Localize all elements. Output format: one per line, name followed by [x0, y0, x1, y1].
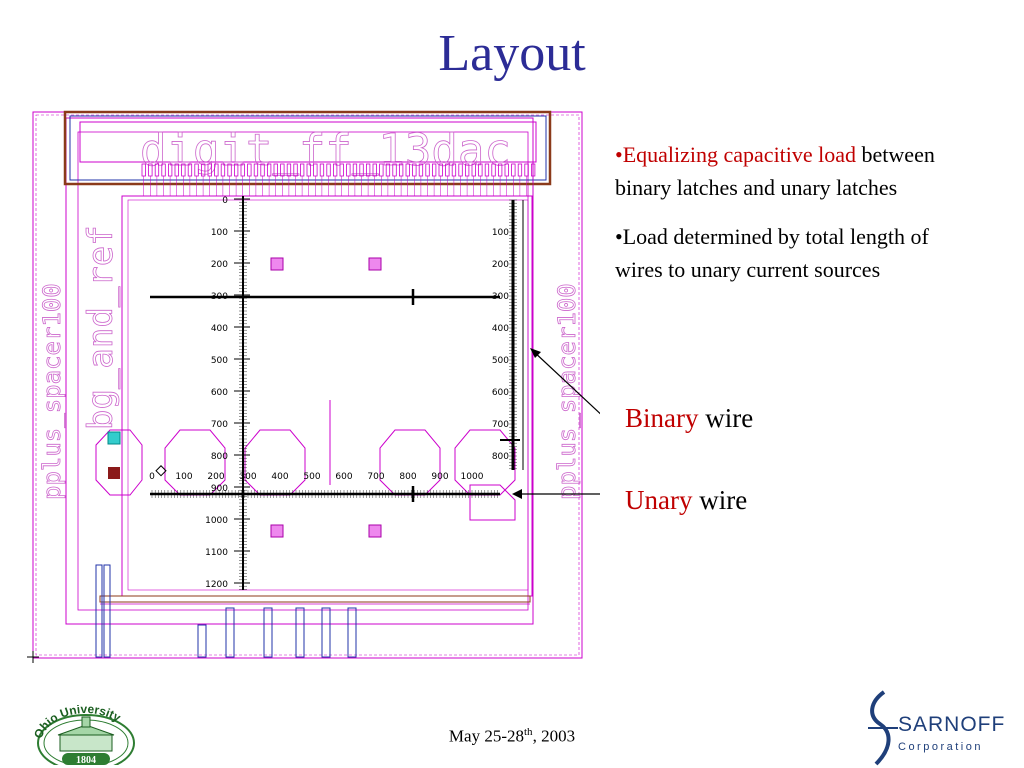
binary-callout-line	[531, 349, 600, 415]
svg-text:1804: 1804	[76, 755, 96, 765]
sarnoff-s-icon	[868, 690, 898, 766]
right-ruler-tick-label: 600	[492, 388, 509, 398]
bottom-ruler-tick-label: 300	[239, 472, 256, 482]
left-ruler-tick-label: 600	[211, 388, 228, 398]
left-ruler-tick-label: 0	[222, 196, 228, 206]
bottom-ruler-tick-label: 200	[207, 472, 224, 482]
right-ruler-tick-label: 800	[492, 452, 509, 462]
left-ruler-tick-label: 1200	[205, 580, 228, 590]
unary-wire-label: Unary wire	[625, 485, 748, 515]
right-ruler-tick-label: 400	[492, 324, 509, 334]
octagon-cells	[95, 400, 516, 521]
latch-stripes	[141, 163, 536, 196]
left-ruler-tick-label: 100	[211, 228, 228, 238]
binary-wire-label: Binary wire	[625, 403, 754, 433]
bottom-ruler-tick-label: 100	[175, 472, 192, 482]
bottom-ruler-tick-label: 400	[271, 472, 288, 482]
bullet-list: •Equalizing capacitive load between bina…	[615, 138, 945, 302]
bandgap-label: bg_and_ref	[81, 225, 121, 430]
origin-crosshair	[27, 651, 39, 663]
bullet-item: •Load determined by total length of wire…	[615, 220, 945, 286]
left-ruler-tick-label: 800	[211, 452, 228, 462]
bullet-highlight: •Equalizing capacitive load	[615, 142, 857, 167]
left-ruler-tick-label: 700	[211, 420, 228, 430]
bottom-ruler-tick-label: 800	[399, 472, 416, 482]
right-ruler-tick-label: 500	[492, 356, 509, 366]
building-icon	[59, 734, 113, 752]
sarnoff-name: SARNOFF	[898, 713, 1006, 736]
right-ruler-tick-label: 100	[492, 228, 509, 238]
dark-red-square	[108, 467, 120, 479]
via-squares	[270, 257, 382, 538]
top-cell-label: digit_ff_13dac	[140, 125, 511, 176]
sarnoff-corporation: Corporation	[898, 741, 983, 753]
right-ruler-tick-label: 300	[492, 292, 509, 302]
right-ruler-tick-label: 200	[492, 260, 509, 270]
left-ruler-tick-label: 500	[211, 356, 228, 366]
bottom-ruler-tick-label: 500	[303, 472, 320, 482]
bottom-ruler: 0 100 200 300 400 500 600 700 800 900 1000	[149, 472, 498, 498]
cyan-square	[107, 431, 121, 445]
left-spacer-label: pplus_spacer100	[38, 283, 66, 500]
bottom-ruler-tick-label: 600	[335, 472, 352, 482]
top-cell-box	[63, 110, 552, 186]
bottom-ruler-tick-label: 900	[431, 472, 448, 482]
left-ruler-tick-label: 200	[211, 260, 228, 270]
footer-date: May 25-28th, 2003	[448, 726, 576, 746]
bullet-text: between binary latches and unary latches	[615, 142, 935, 200]
left-ruler-tick-label: 900	[211, 484, 228, 494]
bottom-ruler-tick-label: 1000	[461, 472, 484, 482]
bottom-ruler-tick-label: 0	[149, 472, 155, 482]
ohio-university-logo: Ohio University 1804	[31, 705, 135, 765]
left-ruler-tick-label: 1000	[205, 516, 228, 526]
chip-layout-drawing: digit_ff_13dac pplus_spacer100 bg_and_re…	[27, 110, 600, 663]
right-ruler-tick-label: 700	[492, 420, 509, 430]
left-ruler-tick-label: 1100	[205, 548, 228, 558]
pad-stripes	[95, 564, 357, 658]
slide-title: Layout	[438, 25, 586, 82]
bullet-item: •Equalizing capacitive load between bina…	[615, 138, 945, 204]
bottom-ruler-tick-label: 700	[367, 472, 384, 482]
bullet-text: •Load determined by total length of wire…	[615, 224, 929, 282]
left-ruler-tick-label: 400	[211, 324, 228, 334]
